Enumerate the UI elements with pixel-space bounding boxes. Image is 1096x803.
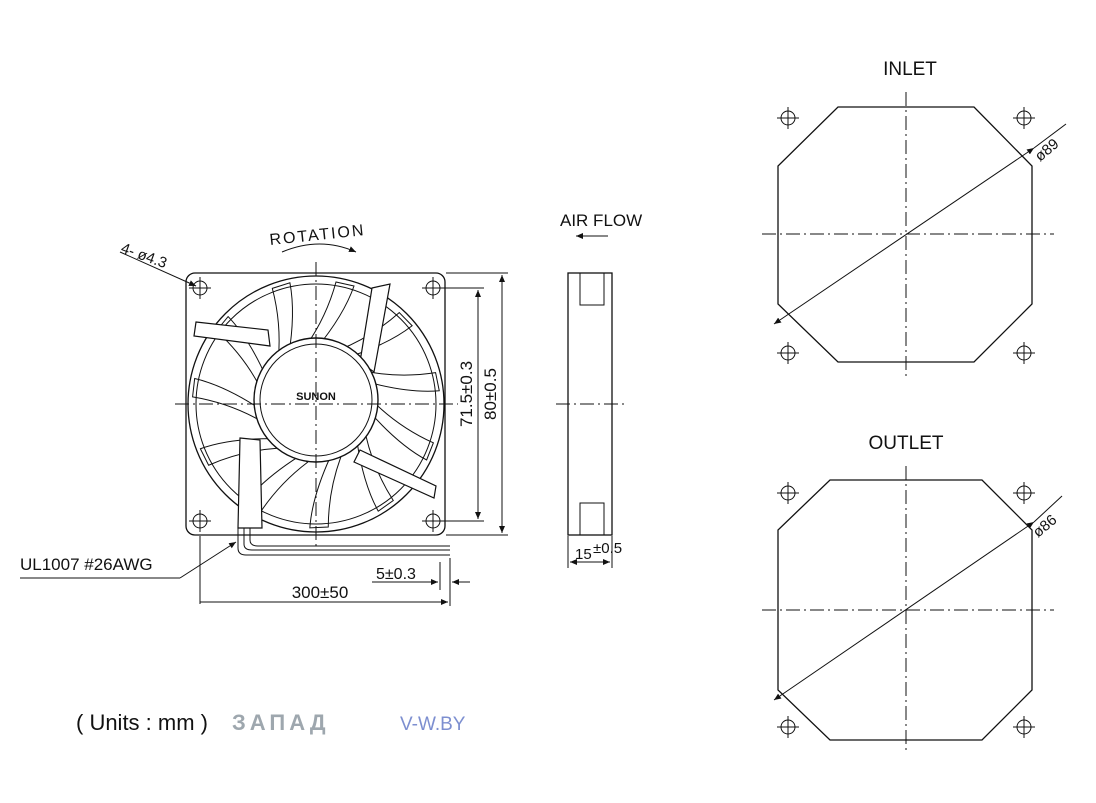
inlet-title: INLET (883, 59, 937, 80)
fan-blade-tip-circle (195, 283, 437, 525)
rotation-arrow-icon (281, 243, 357, 253)
watermark-url: V-W.BY (400, 714, 466, 735)
hole-diameter-label: 4- ø4.3 (119, 240, 169, 272)
rotation-label: ROTATION (269, 222, 367, 249)
airflow-label: AIR FLOW (560, 211, 642, 230)
wire-spec-label: UL1007 #26AWG (20, 555, 153, 574)
side-view: AIR FLOW 15 ±0.5 (556, 211, 642, 568)
depth-tolerance-label: ±0.5 (593, 540, 622, 557)
strip-length-label: 5±0.3 (376, 566, 416, 583)
brand-label: SUNON (296, 391, 336, 403)
front-view: ROTATION 4- ø4.3 SUNON 71.5±0.3 80±0.5 U… (20, 222, 508, 606)
depth-value-label: 15 (575, 546, 592, 563)
lead-wires (237, 528, 450, 556)
lead-length-label: 300±50 (292, 583, 349, 602)
units-label: ( Units : mm ) (76, 710, 208, 735)
outlet-view: OUTLET ø86 (762, 433, 1063, 754)
inlet-diameter-label: ø89 (1032, 135, 1063, 165)
watermark-text: ЗАПАД (232, 710, 330, 735)
outlet-diameter-label: ø86 (1030, 511, 1061, 541)
fan-struts (193, 283, 437, 529)
inlet-view: INLET ø89 (762, 59, 1067, 378)
outlet-title: OUTLET (869, 433, 944, 454)
dim-outer-label: 80±0.5 (481, 368, 500, 420)
dim-inner-label: 71.5±0.3 (457, 361, 476, 427)
